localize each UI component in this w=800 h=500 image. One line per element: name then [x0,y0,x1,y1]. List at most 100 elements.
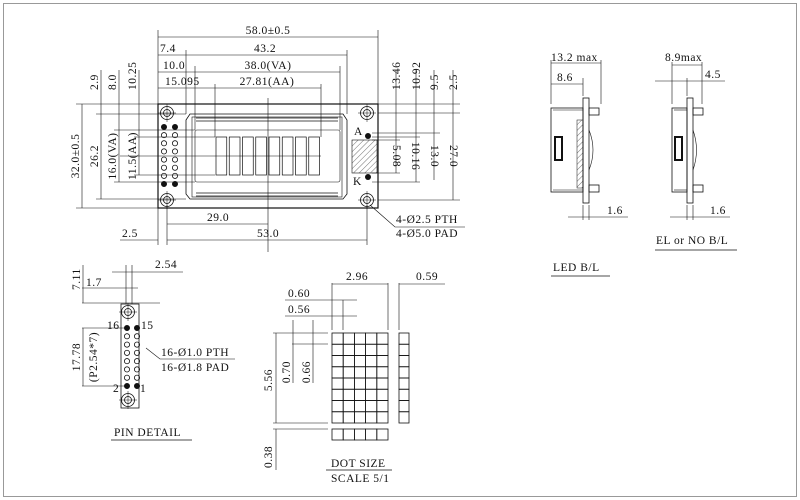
dot [365,377,378,390]
cathode-pad [365,174,371,180]
pin-hole [124,341,131,348]
pin-hole [171,148,178,155]
pin-hole [124,333,131,340]
dot [365,366,378,379]
dot-char-gap-dim: 0.59 [416,271,438,283]
pin-hole [133,382,140,389]
pin-hole [160,156,167,163]
dim-2-5-right: 2.5 [448,74,460,90]
dot [331,388,344,401]
dim-overall-height: 32.0±0.5 [70,134,82,179]
dot [342,411,355,424]
dim-8-0: 8.0 [107,74,119,90]
hole-pad-note: 4-Ø5.0 PAD [396,228,458,240]
dot [353,343,366,356]
pin-hole [133,341,140,348]
pin-hole [160,124,167,131]
pin-hole [133,349,140,356]
dot [331,355,344,368]
pin-hole [133,333,140,340]
dot [331,343,344,356]
dot [398,366,410,379]
dot-cursor-gap-dim: 0.38 [263,446,275,468]
el-view-title: EL or NO B/L [656,235,728,247]
pin-span-dim: 17.78 [71,343,83,371]
left-dimensions [76,70,215,209]
dot [342,366,355,379]
pin-detail [82,265,235,409]
pin-hole [133,324,140,331]
pin-hole [160,164,167,171]
dim-overall-width: 58.0±0.5 [246,25,291,37]
cursor-dot [342,428,355,441]
dot [331,411,344,424]
dim-aa-height: 11.5(AA) [127,132,139,180]
led-backlight-area [351,139,378,174]
dot [398,377,410,390]
dot-size-title: DOT SIZE [331,458,386,470]
dot [353,388,366,401]
dim-7-4: 7.4 [160,43,176,55]
dot-pitch-width-dim: 0.60 [288,288,310,300]
pin-hole [160,180,167,187]
dot [376,366,389,379]
dot [398,411,410,424]
pin-hole [171,140,178,147]
dim-va-height: 16.0(VA) [107,133,119,180]
cursor-dot [365,428,378,441]
pin-15-label: 15 [141,320,154,332]
dot [342,332,355,345]
dot [376,377,389,390]
pin-1-label: 1 [140,383,146,395]
el-pcb-dim: 1.6 [710,205,726,217]
cursor-dot [353,428,366,441]
dim-9-5: 9.5 [429,74,441,90]
sheet-border [3,3,797,497]
dot [353,400,366,413]
pin-pth-note: 16-Ø1.0 PTH [161,347,229,359]
dot [331,400,344,413]
dot [342,355,355,368]
dot-char-width-dim: 2.96 [346,271,368,283]
pin-hole [133,366,140,373]
side-view-led [550,60,628,220]
pin-hole [133,374,140,381]
led-pcb-dim: 1.6 [607,205,623,217]
dot [353,377,366,390]
pin-pitch-dim: 2.54 [155,259,177,271]
dot [365,388,378,401]
dot [398,400,410,413]
dim-5-08: 5.08 [390,145,402,167]
dot [331,332,344,345]
pin-span-note: (P2.54*7) [88,332,100,382]
anode-label: A [354,126,363,138]
dot-size-detail [273,283,445,470]
dot [398,332,410,345]
el-max-dim: 8.9max [665,52,702,64]
dot [376,400,389,413]
led-depth-dim: 8.6 [557,72,573,84]
dot [365,400,378,413]
pin-hole [171,124,178,131]
el-depth-dim: 4.5 [705,69,721,81]
hole-pth-note: 4-Ø2.5 PTH [396,214,458,226]
pin-hole [124,358,131,365]
dot [376,332,389,345]
dot [342,400,355,413]
dim-va-width: 38.0(VA) [245,60,292,72]
dot [365,332,378,345]
dot [342,388,355,401]
pin-hole [160,148,167,155]
dim-10-92: 10.92 [411,62,423,90]
dot-size-scale: SCALE 5/1 [331,473,390,485]
mounting-hole [119,303,137,321]
dim-10-0: 10.0 [163,60,185,72]
dot [398,355,410,368]
dot [398,388,410,401]
pin-hole [160,132,167,139]
lcd-bezel [185,113,348,200]
pin-top-dim: 7.11 [71,268,83,290]
pin-hole [171,132,178,139]
